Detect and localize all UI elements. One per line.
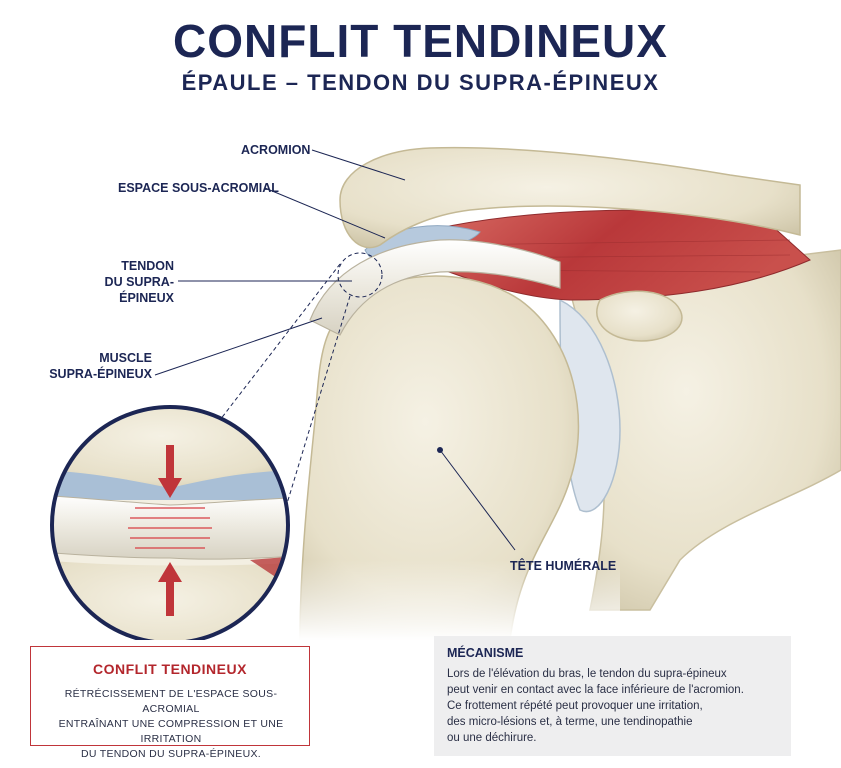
shoulder-illustration bbox=[50, 146, 841, 640]
zoom-source-circle bbox=[337, 252, 383, 298]
muscle-leader bbox=[154, 317, 323, 376]
acromion-shape bbox=[339, 146, 801, 249]
espace-leader bbox=[264, 187, 386, 239]
acromion-leader bbox=[311, 149, 406, 181]
label-muscle-supra-epineux: MUSCLE SUPRA-ÉPINEUX bbox=[49, 351, 152, 381]
compression-arrow-down bbox=[158, 445, 182, 498]
label-tete-humerale: TÊTE HUMÉRALE bbox=[510, 559, 617, 573]
coracoid-shape bbox=[596, 290, 683, 342]
page-subtitle: ÉPAULE – TENDON DU SUPRA-ÉPINEUX bbox=[181, 70, 660, 95]
tete-leader-dot bbox=[437, 447, 443, 453]
zoom-detail-border bbox=[50, 405, 290, 640]
label-espace-sous-acromial: ESPACE SOUS-ACROMIAL bbox=[118, 181, 279, 195]
humeral-head-shape bbox=[299, 275, 580, 640]
mecanisme-box-text: Lors de l'élévation du bras, le tendon d… bbox=[447, 668, 744, 744]
compression-arrow-up bbox=[158, 562, 182, 616]
conflit-box-title: CONFLIT TENDINEUX bbox=[93, 661, 247, 677]
zoom-connector-top bbox=[219, 263, 341, 421]
supraspinatus-tendon-shape bbox=[309, 239, 561, 336]
mecanisme-info-box: MÉCANISME Lors de l'élévation du bras, l… bbox=[434, 636, 791, 756]
conflit-box-text: RÉTRÉCISSEMENT DE L'ESPACE SOUS-ACROMIAL… bbox=[58, 688, 284, 760]
tete-leader bbox=[439, 449, 516, 551]
conflit-info-box: CONFLIT TENDINEUX RÉTRÉCISSEMENT DE L'ES… bbox=[30, 646, 310, 760]
label-tendon-supra-epineux: TENDON DU SUPRA-ÉPINEUX bbox=[104, 259, 174, 305]
mecanisme-box-title: MÉCANISME bbox=[447, 646, 524, 660]
label-acromion: ACROMION bbox=[241, 143, 311, 157]
page-title: CONFLIT TENDINEUX bbox=[173, 15, 668, 67]
